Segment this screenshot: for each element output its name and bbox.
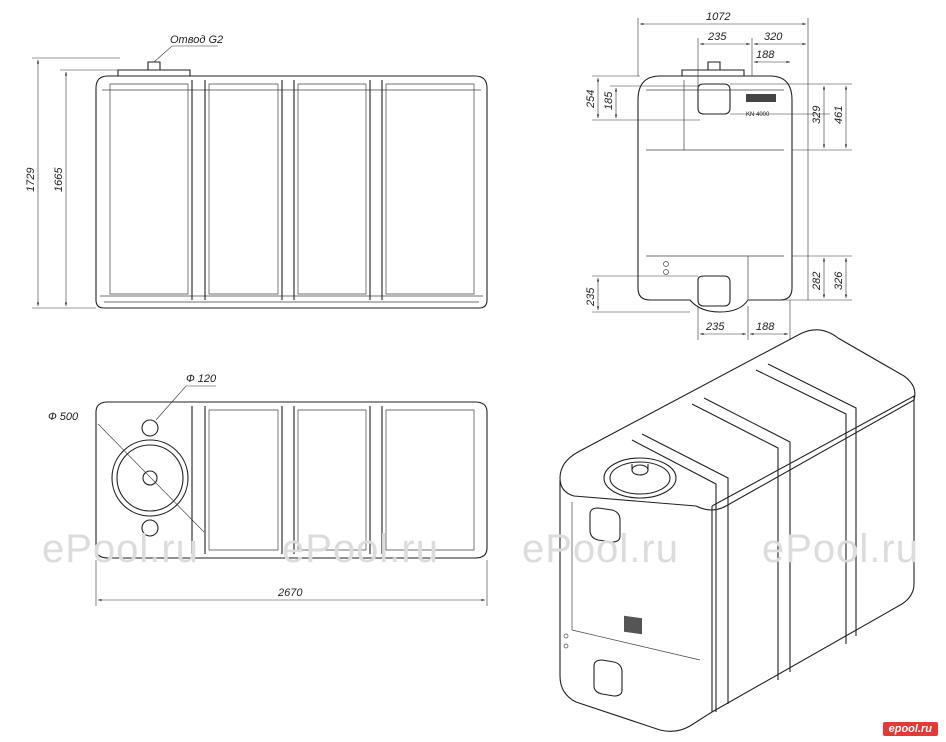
dim-width: 1072 <box>706 11 730 23</box>
dim-hole-small: Ф 120 <box>186 373 217 385</box>
dim-right-326: 326 <box>833 271 845 290</box>
watermark-4: ePool.ru <box>762 527 919 571</box>
watermark-1: ePool.ru <box>42 527 199 571</box>
site-logo: epool.ru <box>882 722 938 736</box>
dim-hole-large: Ф 500 <box>48 411 79 423</box>
dim-body-height: 1665 <box>53 167 65 192</box>
top-view: Ф 120 Ф 500 2670 <box>48 373 488 606</box>
dim-right-329: 329 <box>811 106 823 124</box>
dim-bottom-left-235: 235 <box>585 287 597 307</box>
nameplate-text: KN 4000 <box>746 112 770 118</box>
dim-length: 2670 <box>277 587 303 599</box>
dim-left-254: 254 <box>585 90 597 109</box>
dim-bottom-b: 188 <box>756 321 775 333</box>
isometric-view <box>559 329 916 732</box>
outlet-label: Отвод G2 <box>170 34 223 46</box>
watermark-2: ePool.ru <box>282 527 439 571</box>
dim-right-461: 461 <box>833 106 845 124</box>
dim-bottom-a: 235 <box>705 321 725 333</box>
watermark-3: ePool.ru <box>522 527 679 571</box>
dim-top-c: 188 <box>756 49 775 61</box>
side-view: KN 4000 1072 235 320 188 254 185 329 461… <box>585 11 852 340</box>
dim-right-282: 282 <box>811 272 823 291</box>
front-view: Отвод G2 1729 1665 <box>25 34 488 309</box>
dim-top-a: 235 <box>707 31 727 43</box>
watermarks: ePool.ru ePool.ru ePool.ru ePool.ru <box>42 527 919 571</box>
dim-left-185: 185 <box>603 91 615 110</box>
dim-top-b: 320 <box>764 31 783 43</box>
dim-total-height: 1729 <box>25 168 37 192</box>
